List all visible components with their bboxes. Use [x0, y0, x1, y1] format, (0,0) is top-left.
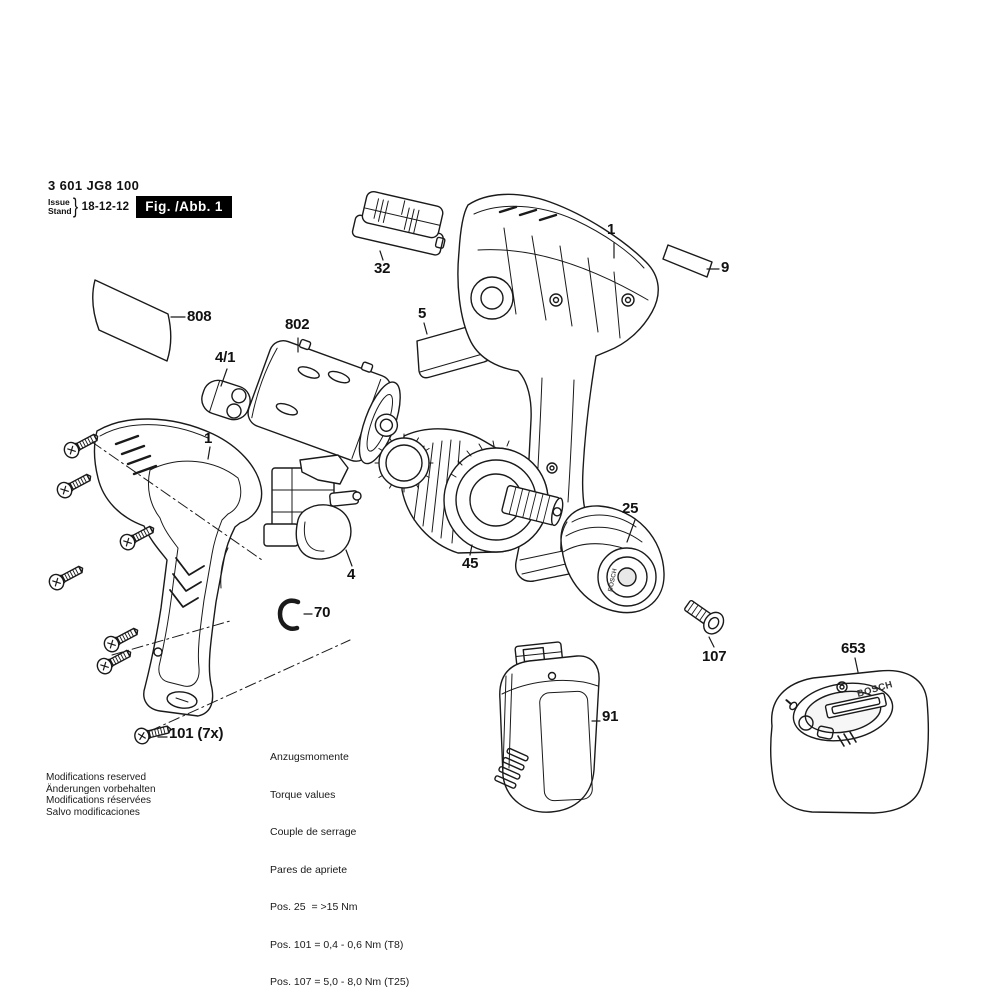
- part-label-cover-plate: 5: [418, 305, 427, 322]
- chuck-drawing: BOSCH: [560, 505, 665, 614]
- modifications-line-es: Salvo modificaciones: [46, 806, 140, 818]
- issue-stand-labels: Issue Stand: [48, 198, 72, 216]
- part-label-switch-module: 4: [347, 566, 356, 583]
- part-label-motor: 802: [285, 316, 310, 333]
- torque-heading-es: Pares de apriete: [270, 863, 348, 876]
- stand-label: Stand: [48, 206, 72, 216]
- part-label-housing-left: 1: [204, 430, 213, 447]
- gearbox-drawing: [374, 428, 564, 554]
- part-label-housing-right: 1: [607, 221, 616, 238]
- part-label-sticker-large: 808: [187, 308, 212, 325]
- part-label-charger: 653: [841, 640, 866, 657]
- sticker-small-drawing: [662, 244, 713, 278]
- drawing-header: 3 601 JG8 100 Issue Stand } 18-12-12 Fig…: [48, 178, 232, 218]
- modifications-line-de: Änderungen vorbehalten: [46, 783, 156, 795]
- torque-values-block: Anzugsmomente Torque values Couple de se…: [270, 726, 409, 1001]
- part-label-slider-button: 32: [374, 260, 391, 277]
- torque-entry-pos101: Pos. 101 = 0,4 - 0,6 Nm (T8): [270, 938, 404, 951]
- part-label-gearbox: 45: [462, 555, 479, 572]
- brace-glyph: }: [72, 195, 78, 218]
- chuck-screw-drawing: [684, 599, 725, 635]
- chuck-brand-text: BOSCH: [607, 568, 619, 593]
- issue-label: Issue: [48, 197, 70, 207]
- leader-lines: [157, 242, 859, 738]
- charger-drawing: BOSCH: [769, 669, 930, 814]
- part-label-housing-screws: 101 (7x): [169, 725, 224, 742]
- modifications-line-fr: Modifications réservées: [46, 795, 152, 807]
- slider-button-drawing: [351, 190, 446, 256]
- part-label-clip: 70: [314, 604, 331, 621]
- suppressor-drawing: [201, 379, 251, 421]
- modifications-line-en: Modifications reserved: [46, 772, 147, 783]
- part-label-chuck: 25: [622, 500, 639, 517]
- torque-heading-fr: Couple de serrage: [270, 826, 357, 838]
- figure-label-box: Fig. /Abb. 1: [136, 196, 232, 218]
- part-label-sticker-small: 9: [721, 259, 730, 276]
- clip-drawing: [277, 598, 301, 631]
- sticker-large-drawing: [92, 279, 172, 362]
- part-label-suppressor: 4/1: [215, 349, 236, 366]
- modifications-block: Modifications reserved Änderungen vorbeh…: [46, 772, 156, 818]
- torque-entry-pos107: Pos. 107 = 5,0 - 8,0 Nm (T25): [270, 976, 410, 988]
- assembly-axis-lines: [91, 441, 351, 732]
- issue-row: Issue Stand } 18-12-12 Fig. /Abb. 1: [48, 195, 232, 218]
- issue-date: 18-12-12: [81, 201, 130, 213]
- part-label-battery: 91: [602, 708, 619, 725]
- part-number: 3 601 JG8 100: [48, 178, 140, 193]
- torque-heading-de: Anzugsmomente: [270, 751, 349, 763]
- torque-entry-pos25: Pos. 25 = >15 Nm: [270, 901, 358, 913]
- motor-drawing: [247, 338, 401, 465]
- switch-module-drawing: [263, 454, 362, 560]
- housing-left-drawing: [93, 418, 263, 717]
- torque-heading-en: Torque values: [270, 788, 336, 801]
- part-label-chuck-screw: 107: [702, 648, 727, 665]
- battery-drawing: [494, 641, 600, 813]
